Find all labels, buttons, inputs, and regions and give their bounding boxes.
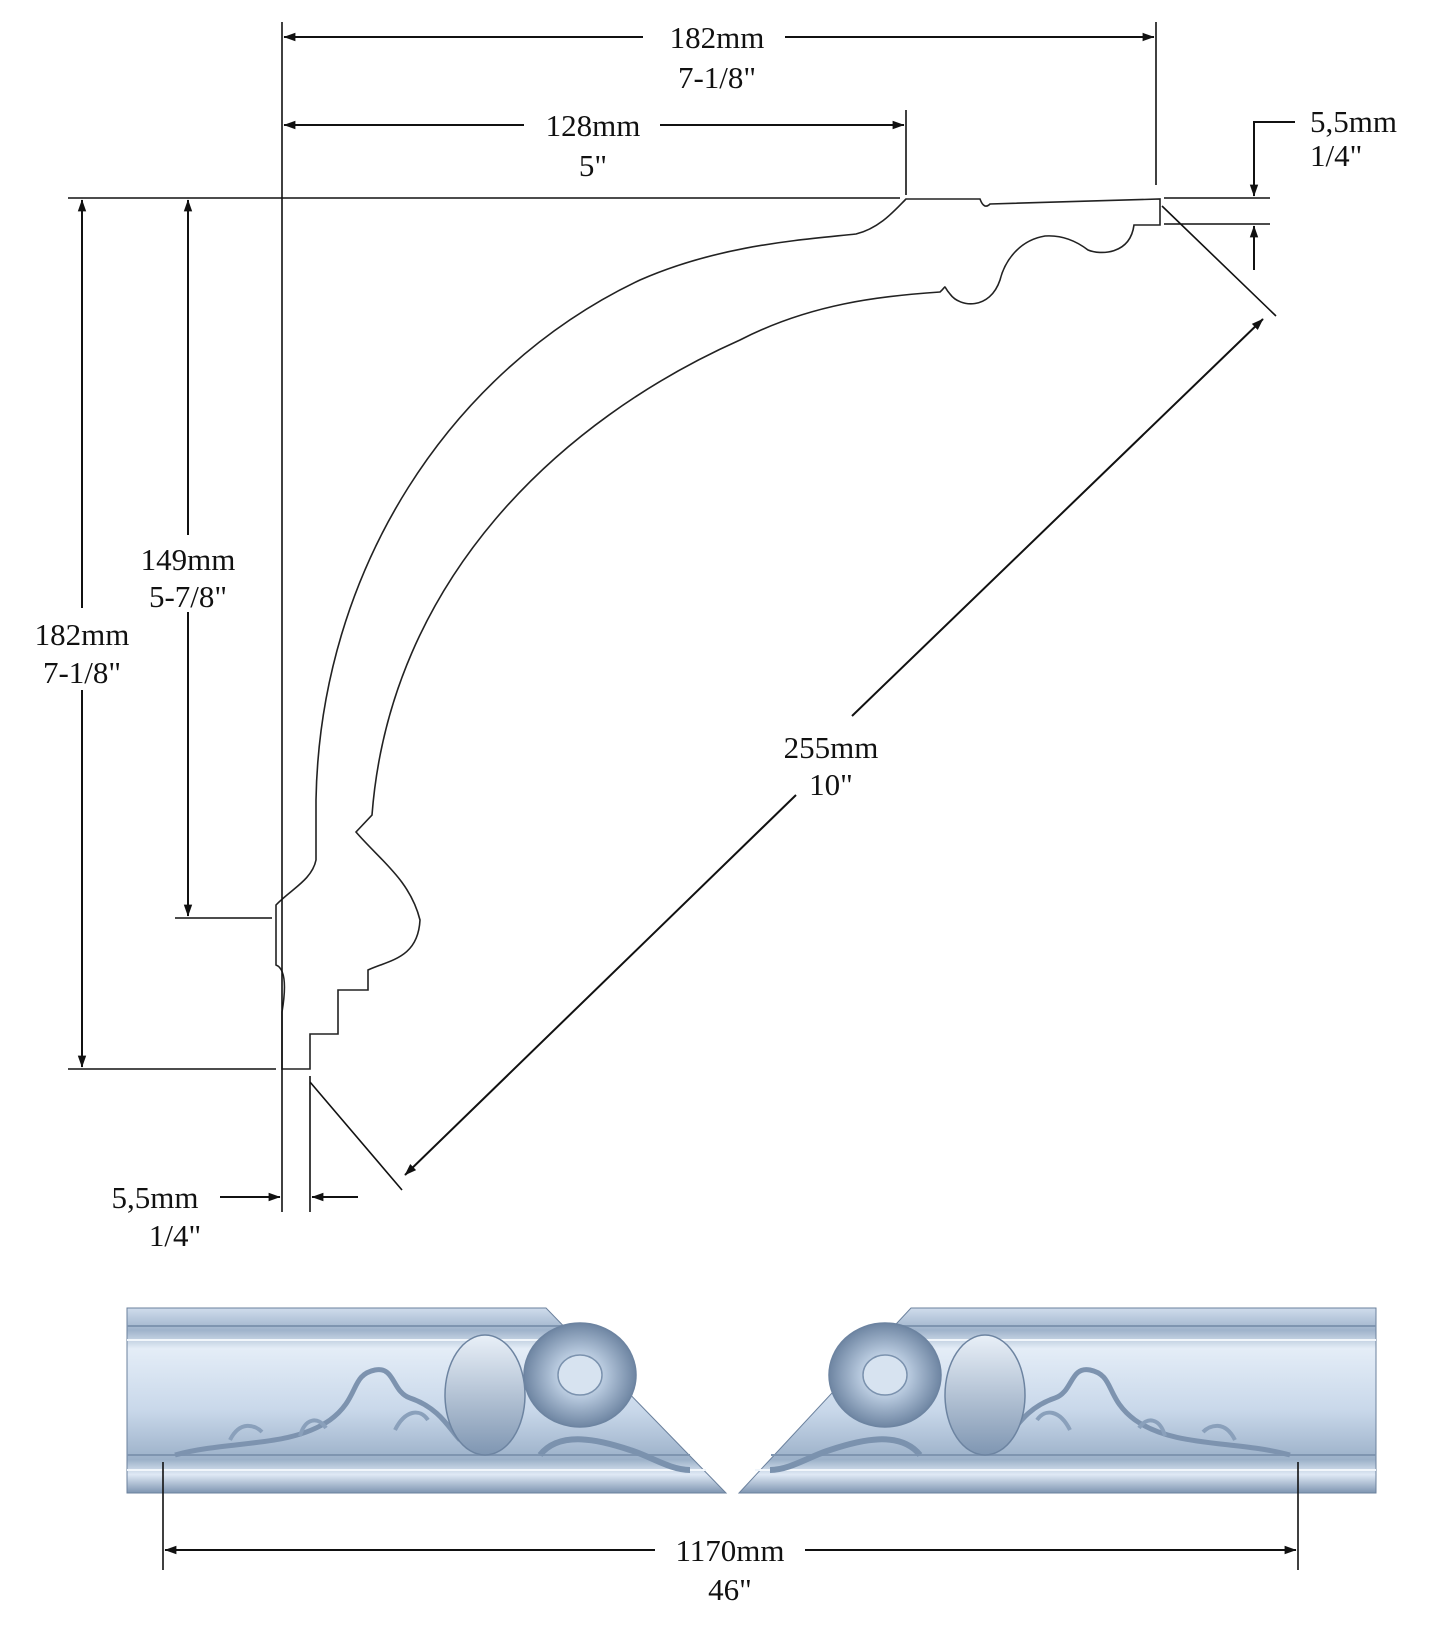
dimension-diagonal: 255mm 10" bbox=[309, 205, 1277, 1191]
dimension-bottom-thickness: 5,5mm 1/4" bbox=[112, 1076, 358, 1253]
molding-right-piece bbox=[737, 1307, 1377, 1494]
cornice-profile-outline bbox=[275, 198, 1161, 1070]
top-width-metric: 182mm bbox=[670, 20, 765, 55]
top-width-imperial: 7-1/8" bbox=[678, 60, 756, 95]
dimension-top-thickness: 5,5mm 1/4" bbox=[1164, 104, 1397, 270]
molding-length-metric: 1170mm bbox=[675, 1533, 784, 1568]
top-inner-width-imperial: 5" bbox=[579, 148, 607, 183]
left-height-imperial: 7-1/8" bbox=[43, 655, 121, 690]
top-inner-width-metric: 128mm bbox=[546, 108, 641, 143]
bottom-thickness-imperial: 1/4" bbox=[149, 1218, 201, 1253]
dimension-molding-length: 1170mm 46" bbox=[162, 1462, 1299, 1607]
dimension-top-inner-width: 128mm 5" bbox=[283, 108, 907, 195]
inner-height-metric: 149mm bbox=[141, 542, 236, 577]
inner-height-imperial: 5-7/8" bbox=[149, 579, 227, 614]
dimension-top-width: 182mm 7-1/8" bbox=[281, 20, 1157, 1080]
top-thickness-metric: 5,5mm bbox=[1310, 104, 1397, 139]
left-height-metric: 182mm bbox=[35, 617, 130, 652]
dimension-inner-height: 149mm 5-7/8" bbox=[141, 199, 272, 919]
diagonal-metric: 255mm bbox=[784, 730, 879, 765]
dimension-left-height: 182mm 7-1/8" bbox=[35, 199, 276, 1070]
bottom-thickness-metric: 5,5mm bbox=[112, 1180, 199, 1215]
top-thickness-imperial: 1/4" bbox=[1310, 138, 1362, 173]
molding-length-imperial: 46" bbox=[708, 1572, 752, 1607]
molding-left-piece bbox=[126, 1307, 728, 1494]
diagonal-imperial: 10" bbox=[809, 767, 853, 802]
